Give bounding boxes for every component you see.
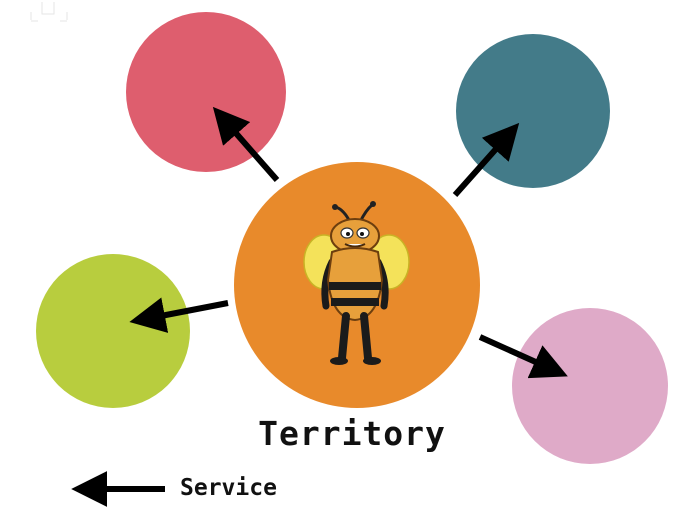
- corner-artifact: [30, 2, 68, 22]
- center-label: Territory: [258, 414, 446, 453]
- circle-top-left: [126, 12, 286, 172]
- arrow-to-left: [129, 297, 229, 333]
- circle-bottom-right: [512, 308, 668, 464]
- arrow-to-top-right: [452, 122, 520, 197]
- arrow-to-bottom-right: [478, 334, 568, 379]
- legend-label: Service: [180, 475, 277, 501]
- circle-left: [36, 254, 190, 408]
- bee-mascot-icon: [303, 201, 410, 365]
- arrow-to-top-left: [212, 106, 280, 182]
